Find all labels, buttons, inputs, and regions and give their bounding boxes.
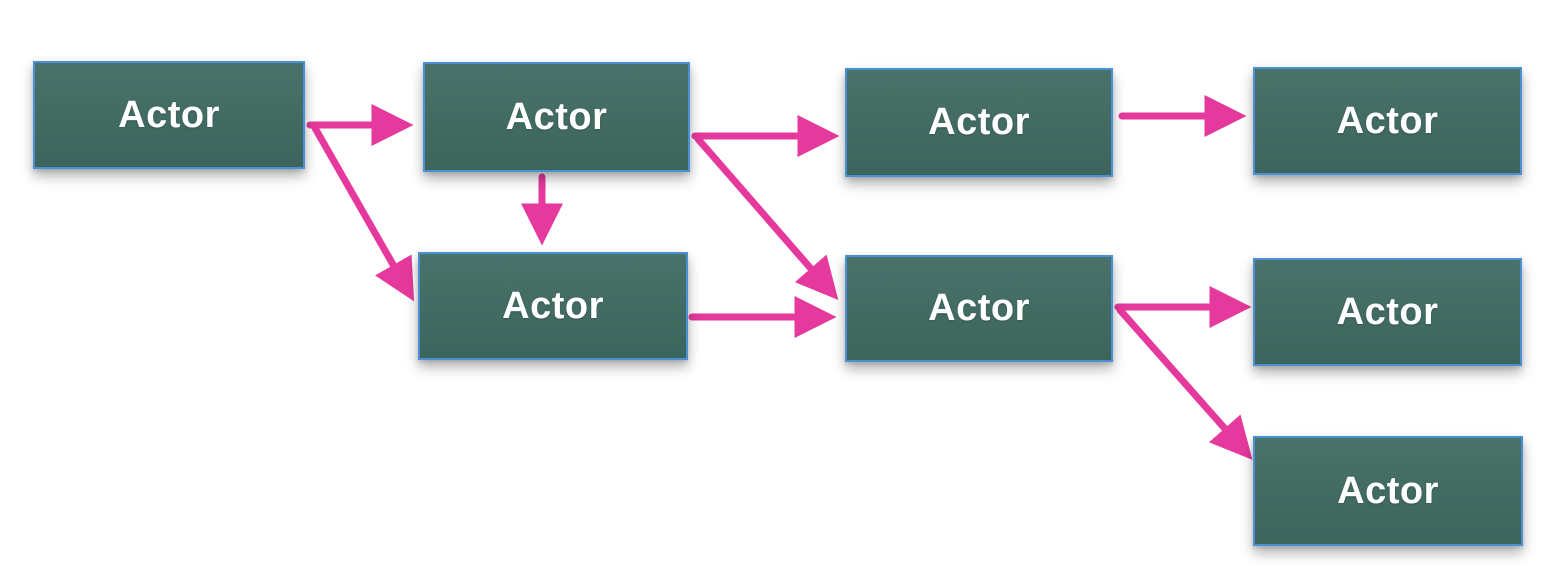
actor-node-4-label: Actor	[1336, 99, 1439, 142]
actor-node-6-label: Actor	[928, 287, 1030, 329]
edge-actor-1-to-actor-5	[311, 124, 415, 302]
actor-node-3[interactable]: Actor	[845, 68, 1113, 177]
actor-node-5-label: Actor	[502, 284, 604, 327]
edge-actor-6-to-actor-8	[1116, 306, 1253, 460]
actor-node-1[interactable]: Actor	[33, 61, 305, 169]
actor-node-7-label: Actor	[1336, 290, 1439, 333]
edge-actor-2-to-actor-6	[694, 135, 839, 301]
actor-node-5[interactable]: Actor	[418, 252, 688, 360]
actor-node-7[interactable]: Actor	[1253, 258, 1522, 366]
actor-node-3-label: Actor	[928, 101, 1030, 143]
actor-node-8-label: Actor	[1337, 469, 1439, 512]
actor-node-6[interactable]: Actor	[845, 255, 1113, 362]
actor-node-2-label: Actor	[505, 95, 608, 138]
actor-node-2[interactable]: Actor	[423, 62, 690, 172]
actor-node-8[interactable]: Actor	[1253, 436, 1523, 546]
actor-node-4[interactable]: Actor	[1253, 67, 1522, 175]
actor-node-1-label: Actor	[118, 93, 220, 136]
